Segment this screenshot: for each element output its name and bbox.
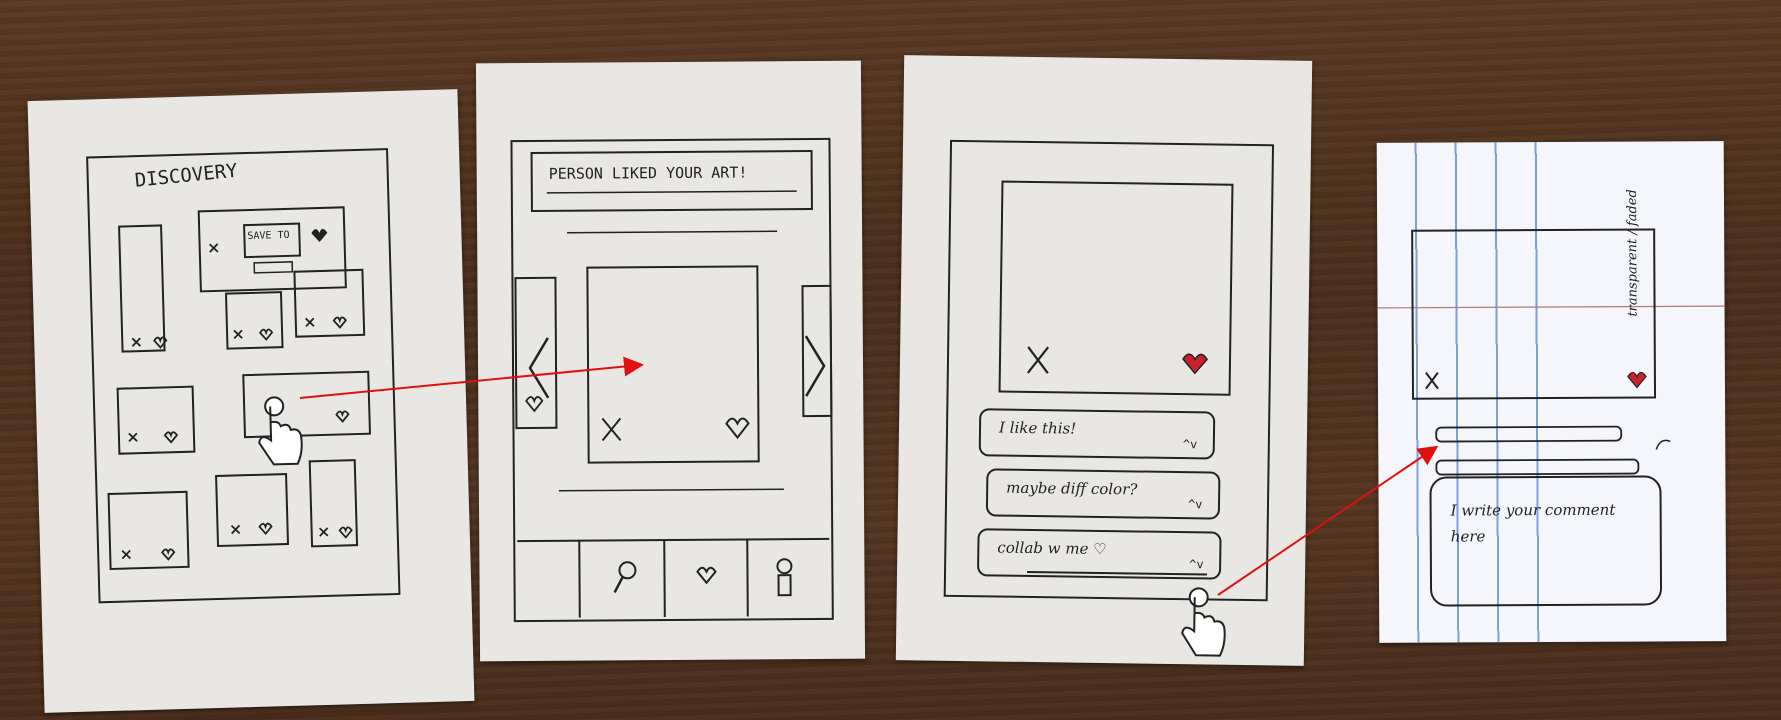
- flow-arrow: [1218, 448, 1435, 595]
- flow-arrow: [300, 365, 640, 398]
